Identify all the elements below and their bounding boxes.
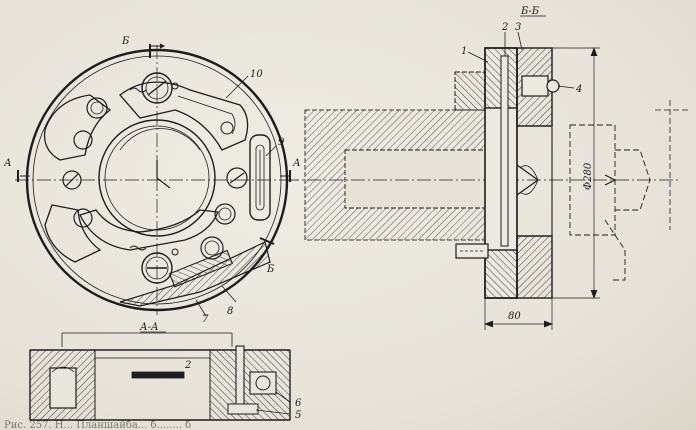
section-a-a-view (29, 332, 291, 421)
leaders-aa (255, 391, 291, 415)
section-label-a-left: А (3, 158, 12, 169)
section-title-a-a: А-А (139, 322, 159, 333)
section-label-b-top: Б (121, 36, 130, 47)
bolt-top (141, 72, 173, 104)
figure-caption: Рис. 257. Н... Планшайба... б........ б (4, 420, 191, 430)
bolt-bottom (141, 252, 173, 284)
clamp-lower (79, 209, 219, 251)
part-number-5: 5 (295, 410, 301, 421)
part-number-10: 10 (250, 69, 263, 80)
section-b-b-view (285, 47, 690, 299)
leaders-front (195, 75, 277, 317)
faceplate-front-view (15, 45, 300, 315)
section-label-a-right: А (292, 158, 301, 169)
section-label-b-bottom: Б (266, 264, 275, 275)
leaders-bb (467, 31, 575, 89)
dimension-width: 80 (508, 311, 521, 322)
part-number-2: 2 (501, 22, 508, 33)
dimension-diameter: Φ280 (583, 162, 594, 190)
part-number-9: 9 (278, 137, 285, 148)
part-number-2-section: 2 (184, 360, 191, 371)
section-title-b-b: Б-Б (520, 6, 540, 17)
part-number-6: 6 (295, 398, 302, 409)
part-number-7: 7 (202, 314, 209, 325)
dimension-lines (484, 47, 600, 330)
part-number-3: 3 (515, 22, 521, 33)
part-number-4: 4 (575, 84, 582, 95)
section-markers-front (17, 43, 291, 245)
part-number-8: 8 (227, 306, 233, 317)
slot-9 (249, 134, 271, 221)
screw-8 (168, 249, 234, 288)
clamp-10 (119, 81, 249, 151)
part-number-1: 1 (461, 46, 467, 57)
central-boss (98, 119, 216, 237)
